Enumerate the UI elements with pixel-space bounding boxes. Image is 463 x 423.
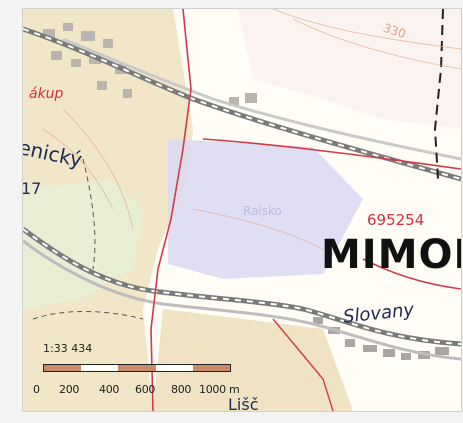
bottom-fragment-label: Lišč xyxy=(228,395,259,412)
railway-upper-dash xyxy=(23,28,461,180)
faded-center-label: Ralsko xyxy=(243,204,282,218)
scale-tick-0: 0 xyxy=(33,383,40,396)
boundary-line-right xyxy=(362,258,461,290)
scale-segment xyxy=(44,365,82,371)
contour-lines xyxy=(42,9,461,250)
scale-segment xyxy=(118,365,156,371)
scale-segment xyxy=(192,365,231,371)
number-label-left: 17 xyxy=(22,179,42,198)
scale-tick-1000: 1000 m xyxy=(199,383,240,396)
scale-bar xyxy=(43,364,231,372)
forest-area-bottom xyxy=(153,309,353,411)
boundary-line-bottom xyxy=(272,318,334,411)
dashed-border-line xyxy=(433,9,444,180)
scale-tick-600: 600 xyxy=(135,383,156,396)
top-right-area xyxy=(238,9,461,129)
scale-tick-400: 400 xyxy=(99,383,120,396)
scale-segment xyxy=(155,365,193,371)
map-view[interactable]: ákup enický 17 330 Ralsko 695254 MIMOŇ S… xyxy=(22,8,462,412)
railway-lower-dash xyxy=(23,228,461,345)
scale-segment xyxy=(81,365,119,371)
place-label-top-left: ákup xyxy=(29,86,64,102)
boundary-line-vertical xyxy=(150,9,192,411)
forest-paths xyxy=(32,158,144,320)
spot-height-label: 695254 xyxy=(367,211,425,229)
road-upper xyxy=(62,37,461,161)
scale-tick-200: 200 xyxy=(59,383,80,396)
map-graphics xyxy=(23,9,461,411)
road-lower xyxy=(23,239,461,361)
town-label: MIMOŇ xyxy=(321,232,461,278)
scale-tick-800: 800 xyxy=(171,383,192,396)
meadow-area-left xyxy=(23,179,143,309)
military-area xyxy=(168,139,363,279)
boundary-line-horizontal xyxy=(202,138,461,170)
scale-ratio-label: 1:33 434 xyxy=(43,342,93,355)
